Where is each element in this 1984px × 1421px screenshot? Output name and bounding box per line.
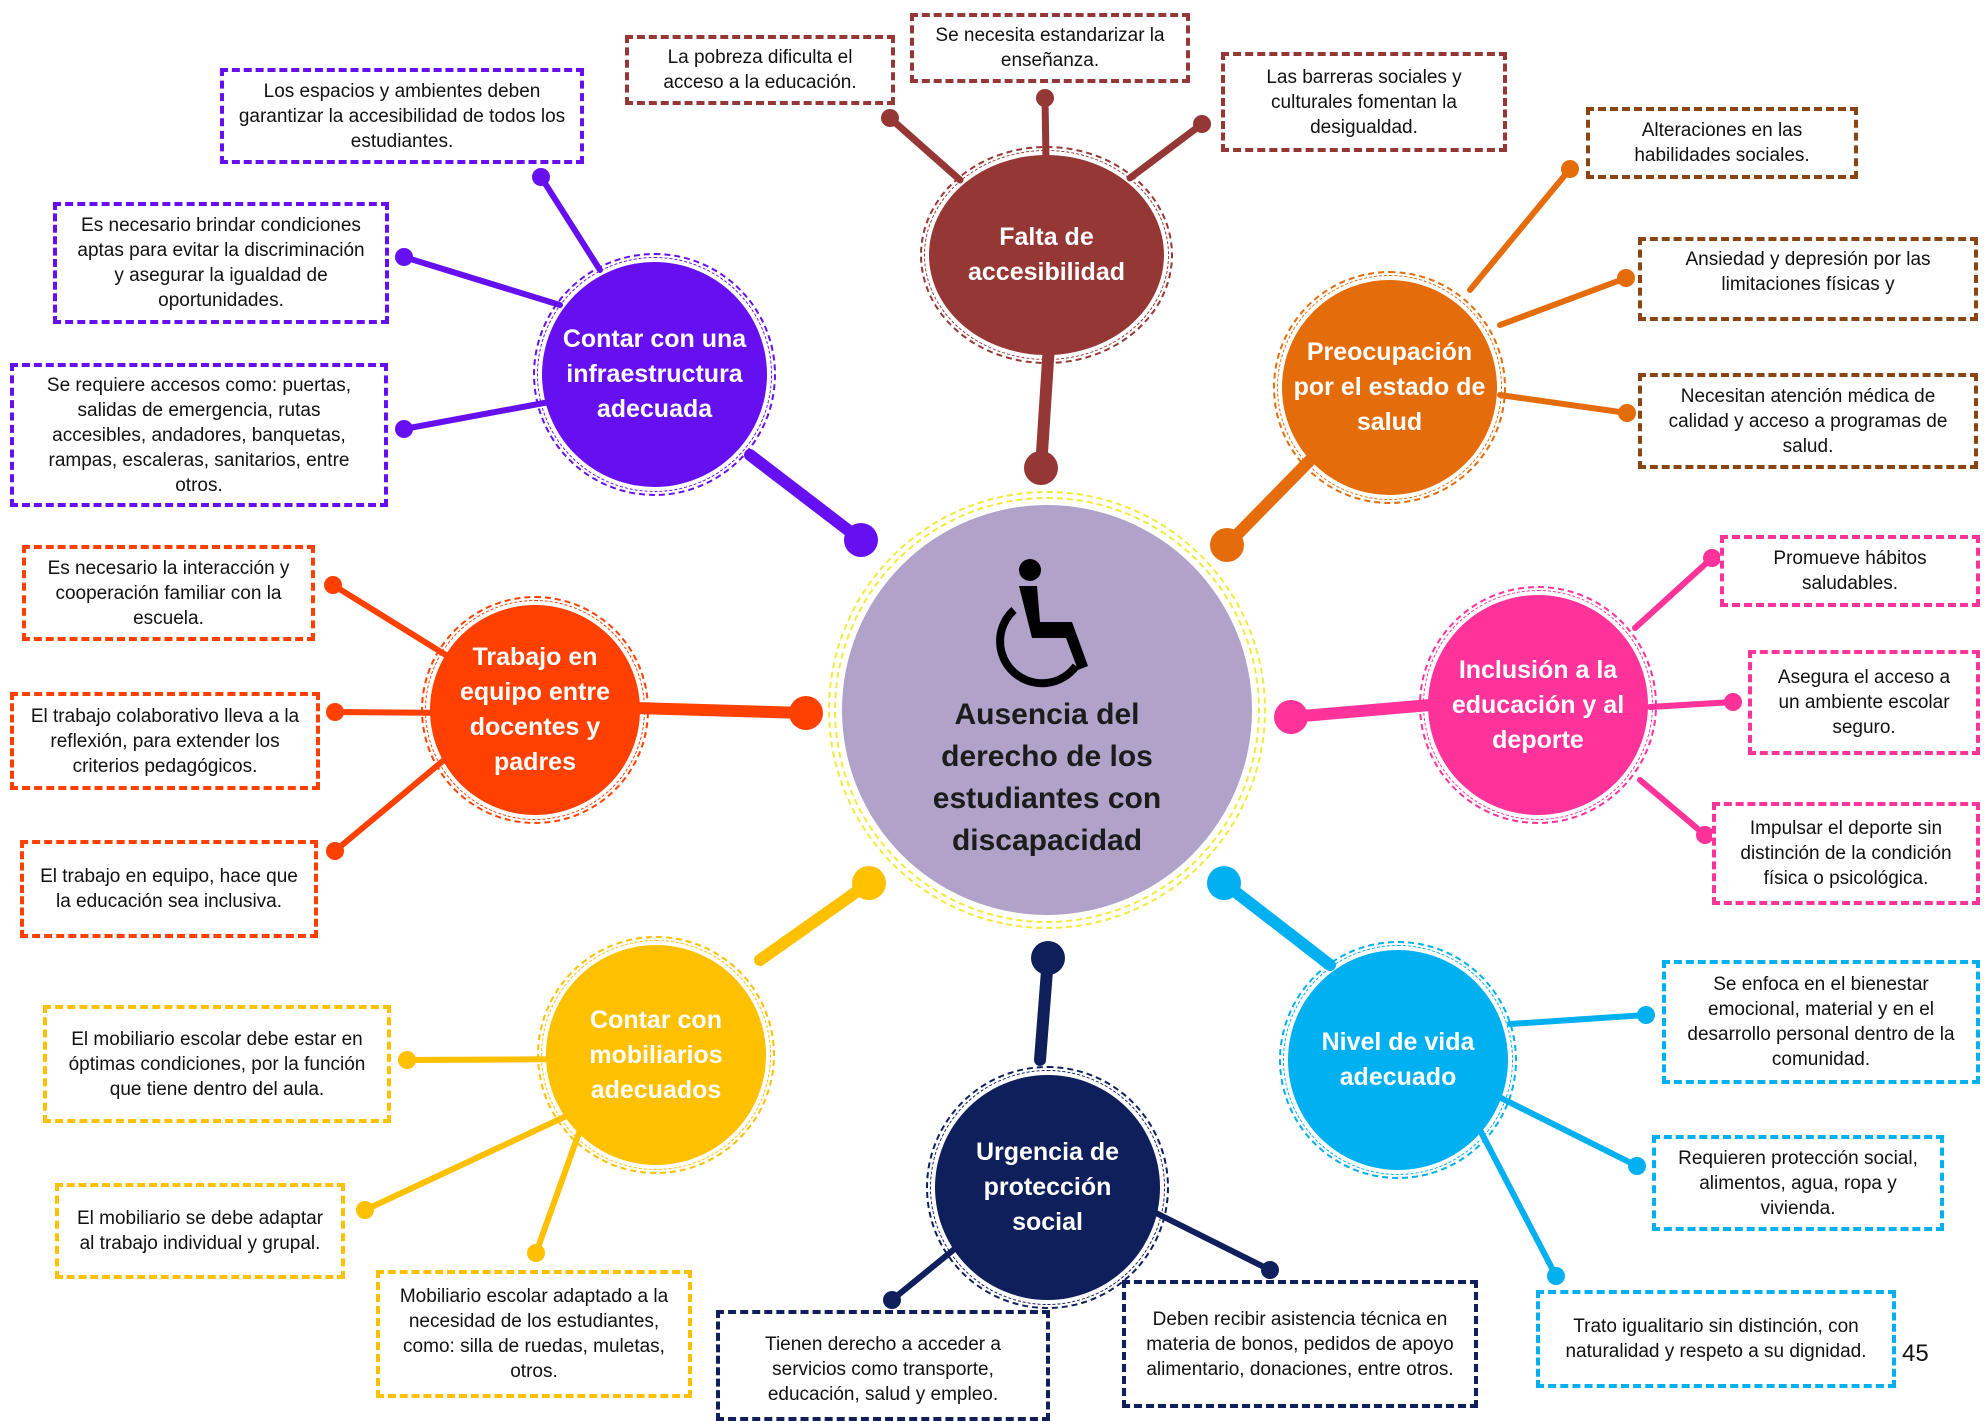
- hub-infraestructura: Contar con una infraestructura adecuada: [533, 253, 776, 496]
- hub-salud-title: Preocupación por el estado de salud: [1293, 338, 1486, 436]
- hub-proteccion-title: Urgencia de protección social: [975, 1138, 1120, 1236]
- connectors-vida: [1218, 877, 1649, 1279]
- endpoints-equipo: [324, 576, 823, 860]
- hub-infraestructura-title: Contar con una infraestructura adecuada: [562, 325, 747, 423]
- central-topic-node: Ausencia del derecho de los estudiantes …: [828, 491, 1266, 929]
- hub-equipo: Trabajo en equipo entre docentes y padre…: [421, 596, 649, 824]
- connectors-inclusion: [1285, 555, 1736, 838]
- note-equipo-1: Es necesario la interacción y cooperació…: [22, 545, 315, 641]
- hub-proteccion: Urgencia de protección social: [926, 1066, 1169, 1309]
- hub-mobiliario-title: Contar con mobiliarios adecuados: [589, 1005, 723, 1104]
- page-number: 45: [1902, 1340, 1929, 1367]
- note-vida-2: Requieren protección social, alimentos, …: [1652, 1135, 1944, 1231]
- note-proteccion-2: Deben recibir asistencia técnica en mate…: [1122, 1280, 1478, 1408]
- hub-vida: Nivel de vida adecuado: [1279, 941, 1517, 1179]
- hub-inclusion-title: Inclusión a la educación y al deporte: [1451, 655, 1625, 754]
- endpoints-salud: [1210, 160, 1636, 562]
- note-infraestructura-3: Se requiere accesos como: puertas, salid…: [10, 363, 388, 507]
- note-infraestructura-2: Es necesario brindar condiciones aptas p…: [53, 202, 389, 324]
- hub-accesibilidad-title: Falta de accesibilidad: [967, 223, 1126, 286]
- endpoints-inclusion: [1274, 549, 1742, 844]
- endpoints-proteccion: [883, 941, 1279, 1309]
- note-salud-1: Alteraciones en las habilidades sociales…: [1586, 107, 1858, 179]
- note-mobiliario-2: El mobiliario se debe adaptar al trabajo…: [55, 1183, 345, 1279]
- hub-inclusion: Inclusión a la educación y al deporte: [1419, 586, 1657, 824]
- note-equipo-2: El trabajo colaborativo lleva a la refle…: [10, 692, 320, 790]
- endpoints-accesibilidad: [881, 89, 1211, 485]
- note-inclusion-1: Promueve hábitos saludables.: [1720, 535, 1980, 607]
- note-accesibilidad-2: Se necesita estandarizar la enseñanza.: [910, 13, 1190, 83]
- note-salud-3: Necesitan atención médica de calidad y a…: [1638, 373, 1978, 469]
- note-salud-2: Ansiedad y depresión por las limitacione…: [1638, 237, 1978, 321]
- note-equipo-3: El trabajo en equipo, hace que la educac…: [20, 840, 318, 938]
- hub-vida-title: Nivel de vida adecuado: [1321, 1028, 1475, 1091]
- wheelchair-icon: [996, 559, 1088, 688]
- hub-accesibilidad: Falta de accesibilidad: [920, 146, 1173, 364]
- hub-mobiliario: Contar con mobiliarios adecuados: [537, 936, 775, 1174]
- connectors-infraestructura: [401, 174, 867, 546]
- endpoints-infraestructura: [395, 168, 878, 557]
- hub-salud: Preocupación por el estado de salud: [1273, 271, 1506, 504]
- endpoints-vida: [1207, 866, 1655, 1285]
- note-mobiliario-3: Mobiliario escolar adaptado a la necesid…: [376, 1270, 692, 1398]
- connectors-equipo: [330, 582, 812, 854]
- note-proteccion-1: Tienen derecho a acceder a servicios com…: [716, 1310, 1050, 1421]
- central-topic-title: Ausencia del derecho de los estudiantes …: [932, 698, 1162, 857]
- endpoints-mobiliario: [356, 866, 886, 1262]
- note-accesibilidad-3: Las barreras sociales y culturales fomen…: [1221, 52, 1507, 152]
- note-infraestructura-1: Los espacios y ambientes deben garantiza…: [220, 68, 584, 164]
- note-vida-3: Trato igualitario sin distinción, con na…: [1536, 1290, 1896, 1388]
- note-inclusion-3: Impulsar el deporte sin distinción de la…: [1712, 802, 1980, 905]
- note-mobiliario-1: El mobiliario escolar debe estar en ópti…: [43, 1005, 391, 1123]
- note-inclusion-2: Asegura el acceso a un ambiente escolar …: [1748, 650, 1980, 755]
- hub-equipo-title: Trabajo en equipo entre docentes y padre…: [459, 643, 610, 776]
- note-accesibilidad-1: La pobreza dificulta el acceso a la educ…: [625, 35, 895, 105]
- note-vida-1: Se enfoca en el bienestar emocional, mat…: [1662, 960, 1980, 1084]
